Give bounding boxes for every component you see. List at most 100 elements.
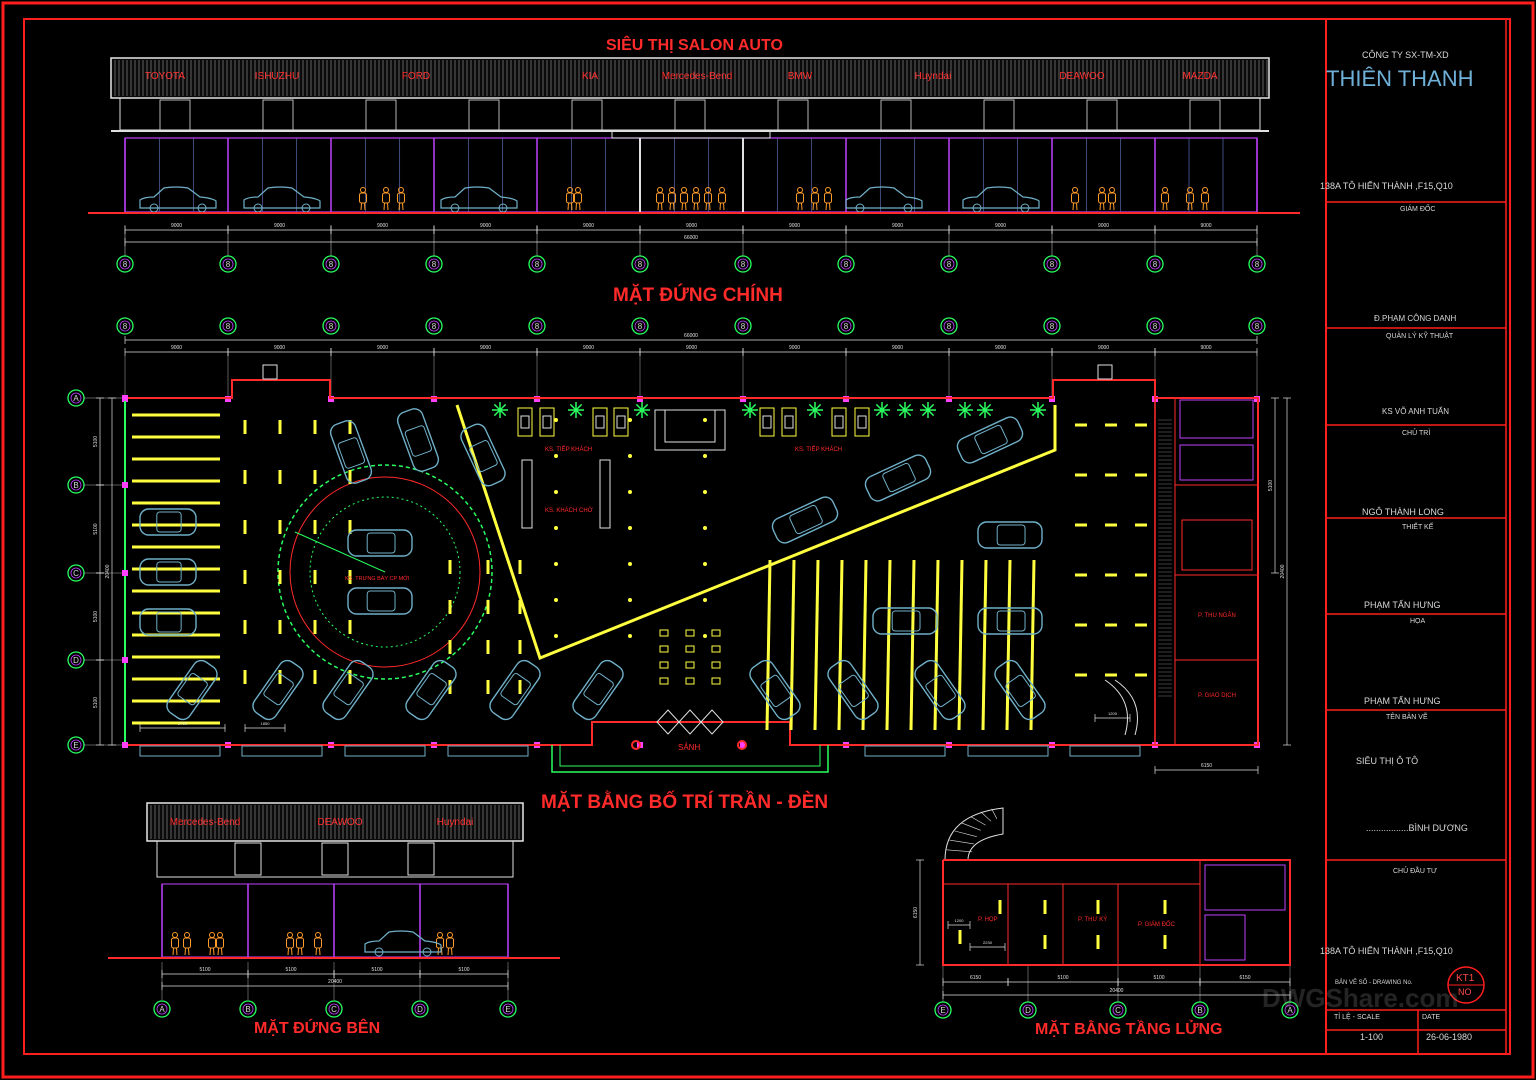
- grid-bubble-inner: [222, 320, 234, 332]
- person-figure: [1098, 187, 1106, 211]
- person-figure: [718, 187, 726, 211]
- dimension-text: 9000: [274, 223, 285, 229]
- person-leg: [723, 202, 725, 211]
- dimension-text: 9000: [789, 345, 800, 351]
- grid-bubble-label: C: [331, 1005, 337, 1014]
- person-head: [209, 932, 215, 938]
- car-icon: [347, 587, 413, 615]
- car-icon: [994, 659, 1046, 721]
- grid-bubble-inner: [70, 392, 82, 404]
- grid-bubble-inner: [737, 258, 749, 270]
- leaf: [1037, 409, 1045, 417]
- person-leg: [297, 947, 299, 956]
- person-leg: [209, 947, 211, 956]
- person-figure: [656, 187, 664, 211]
- dimension-text: 9000: [892, 223, 903, 229]
- dimension-text: 9000: [274, 345, 285, 351]
- person-head: [575, 187, 581, 193]
- grid-bubble-label: A: [1287, 1006, 1293, 1015]
- person-leg: [402, 202, 404, 211]
- seat: [613, 407, 629, 437]
- person-leg: [571, 202, 573, 211]
- car-cabin: [156, 511, 182, 533]
- seating-group: [517, 407, 533, 437]
- leaf: [641, 409, 649, 417]
- person-torso: [286, 937, 294, 949]
- car-body: [872, 607, 938, 635]
- car-body: [827, 659, 879, 721]
- tb-name-director: Đ.PHẠM CÔNG DANH: [1374, 314, 1457, 323]
- person-head: [681, 187, 687, 193]
- tb-role-owner: CHỦ ĐẦU TƯ: [1393, 868, 1437, 875]
- room-display-new: KS. TRƯNG BÀY CP MỚI: [345, 575, 410, 582]
- car-outline: [845, 186, 923, 209]
- seating-group: [854, 407, 870, 437]
- elevation-sign: SIÊU THỊ SALON AUTO: [606, 37, 783, 54]
- person-torso: [397, 192, 405, 204]
- dimension-text: 9000: [892, 345, 903, 351]
- grid-bubble: [322, 317, 340, 335]
- person-head: [383, 187, 389, 193]
- person-head: [360, 187, 366, 193]
- dimension-text: 66000: [684, 333, 698, 339]
- car-cabin: [583, 673, 614, 706]
- table: [616, 415, 626, 429]
- leaf: [575, 409, 583, 417]
- grid-bubble-label: 8: [1050, 260, 1055, 269]
- person-leg: [567, 202, 569, 211]
- grid-bubble-inner: [531, 320, 543, 332]
- person-head: [184, 932, 190, 938]
- plant-icon: [807, 402, 823, 418]
- grid-bubble-label: A: [73, 394, 79, 403]
- leaf: [808, 403, 816, 411]
- grid-bubble-inner: [222, 258, 234, 270]
- table: [857, 415, 867, 429]
- grid-bubble-inner: [70, 479, 82, 491]
- person-torso: [296, 937, 304, 949]
- grid-bubble-inner: [840, 320, 852, 332]
- grid-bubble: [1191, 1001, 1209, 1019]
- person-leg: [575, 202, 577, 211]
- car-elevation: [845, 186, 923, 213]
- dimension-text: 5100: [1057, 975, 1068, 981]
- car-body: [977, 521, 1043, 549]
- clerestory-panel: [1086, 99, 1118, 131]
- grid-bubble-inner: [325, 320, 337, 332]
- person-figure: [1108, 187, 1116, 211]
- dimension-text: 1200: [955, 918, 965, 923]
- person-torso: [824, 192, 832, 204]
- seat: [781, 407, 797, 437]
- car-cabin: [838, 674, 869, 707]
- grid-bubble-label: 8: [329, 322, 334, 331]
- car-cabin: [760, 674, 791, 707]
- grid-bubble: [1109, 1001, 1127, 1019]
- stair-step: [949, 839, 974, 845]
- table: [542, 415, 552, 429]
- grid-bubble: [1146, 317, 1164, 335]
- grid-bubble-inner: [1112, 1004, 1124, 1016]
- person-leg: [315, 947, 317, 956]
- room-secretary: P. THƯ KÝ: [1078, 916, 1107, 923]
- person-leg: [447, 947, 449, 956]
- room-lobby: SẢNH: [678, 743, 700, 752]
- car-cabin: [469, 440, 498, 472]
- person-torso: [183, 937, 191, 949]
- grid-bubble-label: 8: [1050, 322, 1055, 331]
- car-elevation: [243, 186, 321, 213]
- roof-sign-band: [110, 57, 1270, 99]
- grid-bubble: [837, 317, 855, 335]
- downlight: [554, 598, 558, 602]
- car-outline: [364, 930, 442, 953]
- dimension-text: 20400: [1110, 988, 1124, 994]
- downlight: [703, 562, 707, 566]
- person-torso: [208, 937, 216, 949]
- leaf: [499, 409, 507, 417]
- turntable-inner: [309, 496, 461, 648]
- grid-bubble: [940, 255, 958, 273]
- dimension-text: 5100: [93, 523, 99, 534]
- seating-group: [781, 407, 797, 437]
- person-figure: [208, 932, 216, 956]
